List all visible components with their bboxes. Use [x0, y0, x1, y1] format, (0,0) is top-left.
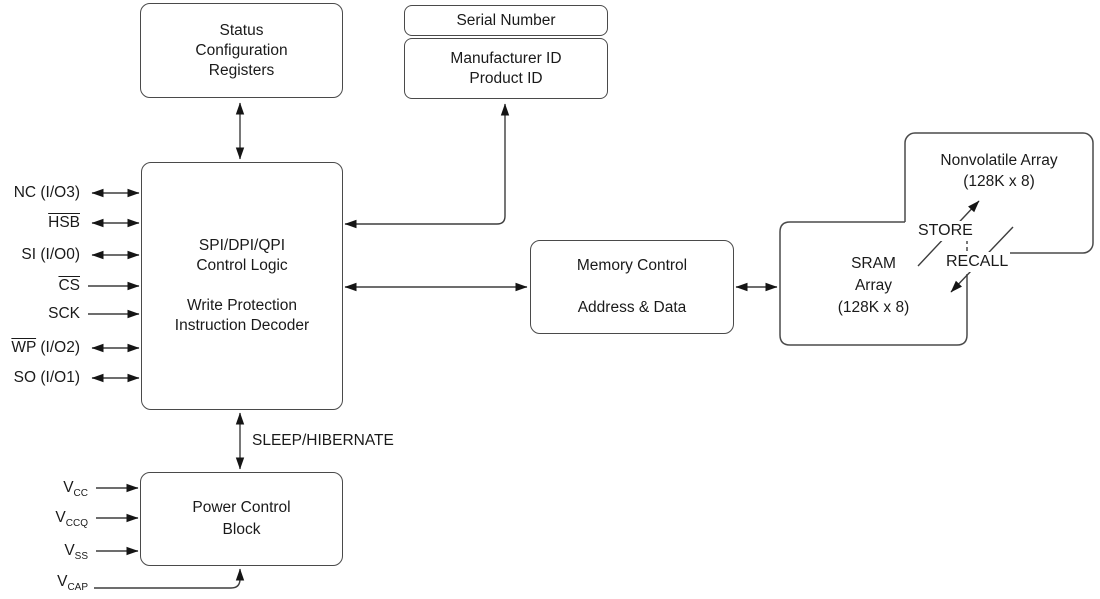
pin-text-part: V	[64, 542, 75, 559]
box-line: Status	[219, 21, 264, 39]
box-line: Nonvolatile Array	[940, 152, 1058, 169]
pin-label-vccq: VCCQ	[55, 508, 88, 534]
pin-overline-part: CS	[58, 277, 80, 294]
box-line: Array	[854, 277, 893, 294]
serial-number-box: Serial Number	[404, 5, 608, 36]
box-line: (128K x 8)	[963, 173, 1035, 190]
sram-array-text: SRAM Array (128K x 8)	[780, 222, 967, 319]
pin-text-part: SCK	[48, 305, 80, 322]
pin-text-part: SI (I/O0)	[21, 246, 80, 263]
pin-overline-part: WP	[11, 339, 37, 356]
pin-subscript: CCQ	[65, 518, 88, 530]
box-line: Write Protection	[187, 297, 297, 314]
pin-text-part: V	[63, 479, 74, 496]
power-control-block-box: Power Control Block	[140, 472, 343, 566]
sleep-hibernate-label: SLEEP/HIBERNATE	[252, 432, 394, 449]
pin-label-so-io1: SO (I/O1)	[14, 368, 80, 388]
box-line: Memory Control	[576, 257, 688, 274]
pin-subscript: SS	[74, 551, 88, 563]
arrow-spi-to-id-registers	[344, 103, 510, 229]
box-line: (128K x 8)	[837, 299, 910, 316]
pin-label-vcap: VCAP	[57, 572, 88, 598]
pin-text-part: V	[57, 573, 68, 590]
pin-text-part: V	[55, 509, 66, 526]
pin-label-cs: CS	[58, 276, 80, 296]
pin-text-part: SO (I/O1)	[13, 369, 80, 386]
manufacturer-product-id-box: Manufacturer ID Product ID	[404, 38, 608, 99]
pin-overline-part: HSB	[48, 214, 80, 231]
box-line: Product ID	[469, 69, 543, 87]
nonvolatile-array-text: Nonvolatile Array (128K x 8)	[905, 133, 1093, 192]
box-line: SRAM	[851, 255, 896, 272]
box-line: SPI/DPI/QPI	[198, 237, 286, 254]
sram-array-box	[779, 221, 968, 346]
pin-subscript: CC	[73, 488, 88, 500]
pin-label-vss: VSS	[64, 541, 88, 567]
box-line: Registers	[208, 61, 275, 79]
pin-subscript: CAP	[67, 582, 88, 594]
store-label: STORE	[916, 221, 975, 241]
pin-label-wp-io2: WP (I/O2)	[11, 338, 80, 358]
box-line: Serial Number	[456, 11, 556, 29]
pin-label-hsb: HSB	[48, 213, 80, 233]
status-configuration-registers-box: Status Configuration Registers	[140, 3, 343, 98]
box-line: Address & Data	[577, 299, 687, 316]
spi-control-logic-box: SPI/DPI/QPI Control Logic Write Protecti…	[141, 162, 343, 410]
recall-label: RECALL	[944, 252, 1011, 272]
box-line: Control Logic	[196, 257, 288, 274]
box-line: Manufacturer ID	[450, 49, 562, 67]
pin-label-nc-io3: NC (I/O3)	[14, 183, 80, 203]
pin-text-part: (I/O2)	[36, 339, 80, 356]
box-line: Power Control	[192, 499, 291, 516]
box-text-group: Write Protection Instruction Decoder	[142, 296, 342, 336]
box-line: Block	[222, 521, 261, 538]
pin-label-si-io0: SI (I/O0)	[21, 245, 80, 265]
box-line: Configuration	[195, 41, 288, 59]
memory-control-box: Memory Control Address & Data	[530, 240, 734, 334]
pin-label-sck: SCK	[48, 304, 80, 324]
box-text-group: SPI/DPI/QPI Control Logic	[142, 236, 342, 276]
box-line: Instruction Decoder	[174, 317, 310, 334]
pin-label-vcc: VCC	[63, 478, 88, 504]
arrow-pin-vcap	[94, 568, 245, 589]
pin-text-part: NC (I/O3)	[13, 184, 80, 201]
